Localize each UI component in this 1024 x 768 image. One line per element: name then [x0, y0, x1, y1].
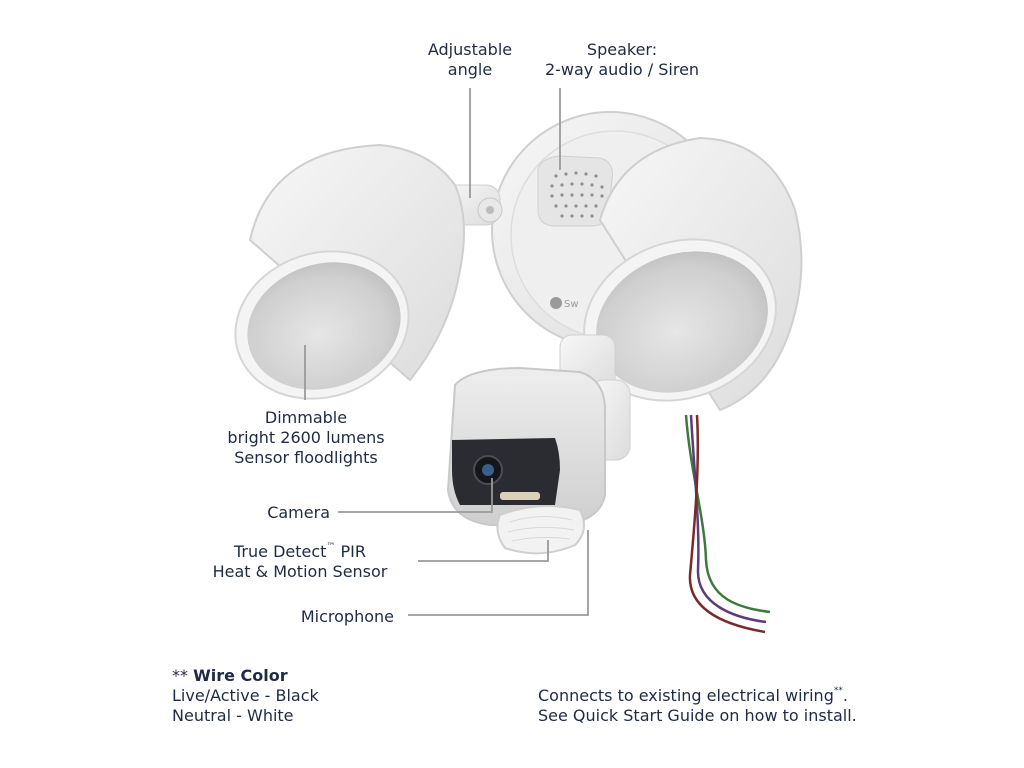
label-dimmable-line3: Sensor floodlights [234, 448, 378, 467]
label-speaker-line1: Speaker: [586, 40, 658, 59]
label-pir-suffix: PIR [335, 542, 367, 561]
camera-body [446, 366, 606, 526]
label-adjustable-line1: Adjustable [427, 40, 513, 59]
label-speaker: Speaker: 2-way audio / Siren [532, 40, 712, 80]
wire-color-live: Live/Active - Black [172, 686, 319, 705]
label-microphone: Microphone [300, 607, 394, 626]
wire-color-prefix: ** [172, 666, 194, 685]
leader-microphone [408, 530, 589, 616]
leader-pir [418, 540, 549, 562]
install-note-line2: See Quick Start Guide on how to install. [538, 706, 857, 725]
wire-purple [689, 414, 767, 624]
left-floodlight [234, 143, 465, 400]
label-pir-line2: Heat & Motion Sensor [212, 562, 388, 581]
label-dimmable-line2: bright 2600 lumens [227, 428, 385, 447]
brand-logo: Sw [550, 297, 579, 310]
electrical-wires [684, 414, 771, 634]
label-dimmable-line1: Dimmable [264, 408, 348, 427]
trademark-symbol: ™ [326, 542, 336, 552]
install-note-mark: ** [833, 686, 843, 696]
install-note: Connects to existing electrical wiring**… [538, 686, 857, 726]
leader-lines [304, 88, 589, 616]
label-pir-sensor: True Detect™ PIR Heat & Motion Sensor [200, 542, 400, 582]
label-dimmable-floodlights: Dimmable bright 2600 lumens Sensor flood… [216, 408, 396, 468]
wire-color-note: ** Wire Color Live/Active - Black Neutra… [172, 666, 319, 726]
install-note-text: Connects to existing electrical wiring [538, 686, 834, 705]
wire-color-title-row: ** Wire Color [172, 666, 319, 686]
label-adjustable-line2: angle [447, 60, 493, 79]
install-note-end: . [842, 686, 848, 705]
label-pir-line1: True Detect™ PIR [200, 542, 400, 562]
wire-color-title: Wire Color [193, 666, 288, 685]
label-camera: Camera [267, 503, 330, 522]
label-speaker-line2: 2-way audio / Siren [544, 60, 700, 79]
wire-red [688, 414, 766, 634]
install-note-line1: Connects to existing electrical wiring**… [538, 686, 857, 706]
label-adjustable-angle: Adjustable angle [408, 40, 532, 80]
wire-color-neutral: Neutral - White [172, 706, 294, 725]
label-pir-prefix: True Detect [234, 542, 327, 561]
wire-green [684, 414, 771, 614]
svg-text:Sw: Sw [564, 299, 579, 310]
pir-sensor [496, 505, 585, 555]
leader-camera [338, 478, 493, 513]
